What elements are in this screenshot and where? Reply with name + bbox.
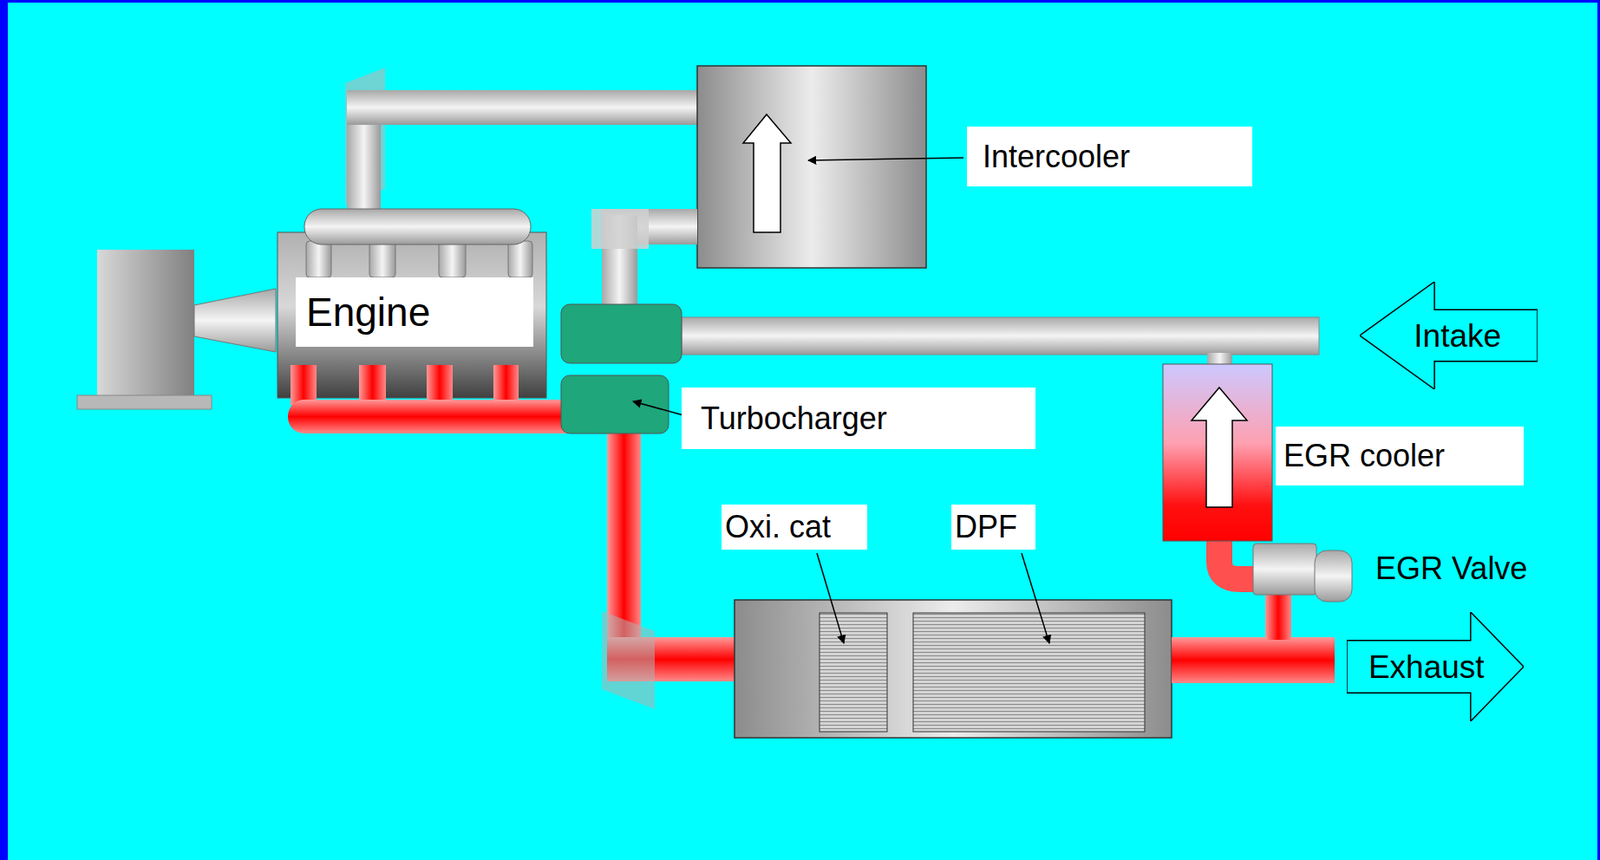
intake-manifold (304, 208, 531, 245)
leader-line (1021, 553, 1050, 644)
part-label: EGR cooler (1275, 426, 1524, 486)
leader-line (808, 157, 964, 161)
intake-runner (438, 241, 466, 278)
part-label: DPF (951, 504, 1036, 550)
egr-valve-actuator (1314, 550, 1352, 602)
node-text: Engine (306, 292, 431, 333)
node-text: Intake (1413, 320, 1502, 353)
engine-label-box: Engine (295, 277, 534, 347)
part-label: Turbocharger (681, 387, 1036, 450)
leader-line (816, 553, 844, 644)
node-text: Exhaust (1368, 651, 1485, 684)
pipe-joint (591, 208, 649, 249)
intake-runner (306, 241, 332, 278)
exhaust-runner (493, 365, 519, 405)
turbine (561, 375, 669, 434)
egr-pipe (1265, 593, 1292, 640)
intake-runner (369, 241, 396, 278)
part-label: EGR Valve (1371, 546, 1531, 592)
bell-housing (194, 288, 276, 353)
exhaust-runner (426, 365, 453, 405)
flywheel-housing (97, 249, 195, 398)
exhaust-outlet (1171, 637, 1335, 684)
engine-base (77, 395, 212, 410)
egr-pipe (1219, 539, 1258, 580)
egr-valve-body (1253, 543, 1317, 595)
intake-pipe (346, 90, 698, 125)
flow-arrow (743, 114, 791, 233)
compressor (561, 304, 682, 364)
muffler-housing (734, 600, 1172, 738)
exhaust-runner (359, 365, 386, 405)
exhaust-runner (290, 365, 317, 405)
flow-arrow-box: Exhaust (1346, 612, 1524, 722)
flow-arrow-box: Intake (1359, 281, 1538, 390)
intake-pipe (681, 317, 1320, 355)
pipe-joint (601, 611, 655, 710)
intake-runner (508, 241, 533, 278)
oxidation-catalyst (819, 613, 888, 732)
part-label: Oxi. cat (721, 504, 868, 550)
egr-cooler-body (1162, 364, 1273, 542)
part-label: Intercooler (966, 126, 1253, 187)
particulate-filter (913, 613, 1145, 732)
intercooler-body (697, 65, 927, 268)
exhaust-manifold (287, 399, 583, 434)
flow-arrow (1191, 387, 1248, 508)
